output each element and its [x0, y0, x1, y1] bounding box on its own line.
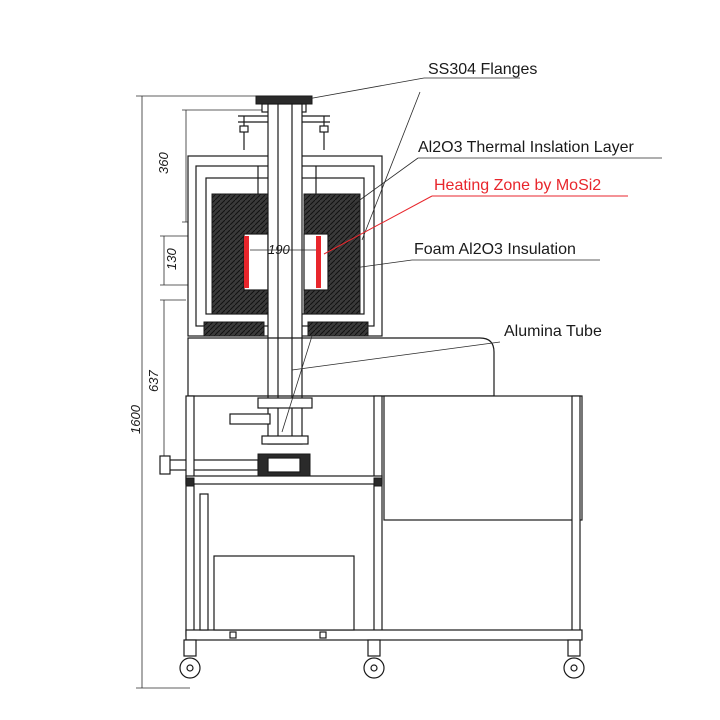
lower-housing [187, 337, 583, 521]
dimension-1600: 1600 [128, 404, 143, 434]
leader-lines [281, 77, 662, 433]
heating-elements [244, 236, 321, 288]
frame [185, 395, 583, 641]
label-thermal-layer: Al2O3 Thermal Inslation Layer [418, 139, 634, 156]
heating-element-left [244, 236, 249, 288]
label-flanges: SS304 Flanges [428, 61, 537, 78]
caster-left [179, 639, 201, 679]
label-heating-zone: Heating Zone by MoSi2 [434, 177, 601, 194]
label-foam-insulation: Foam Al2O3 Insulation [414, 241, 576, 258]
dimension-190: 190 [268, 242, 290, 257]
caster-right [563, 639, 585, 679]
heating-element-right [316, 236, 321, 288]
caster-middle [363, 639, 385, 679]
dimension-360: 360 [156, 152, 171, 174]
dimension-637: 637 [146, 370, 161, 392]
dimension-130: 130 [164, 248, 179, 270]
casters [179, 639, 585, 679]
lower-flange-assembly [159, 397, 313, 477]
label-alumina-tube: Alumina Tube [504, 323, 602, 340]
